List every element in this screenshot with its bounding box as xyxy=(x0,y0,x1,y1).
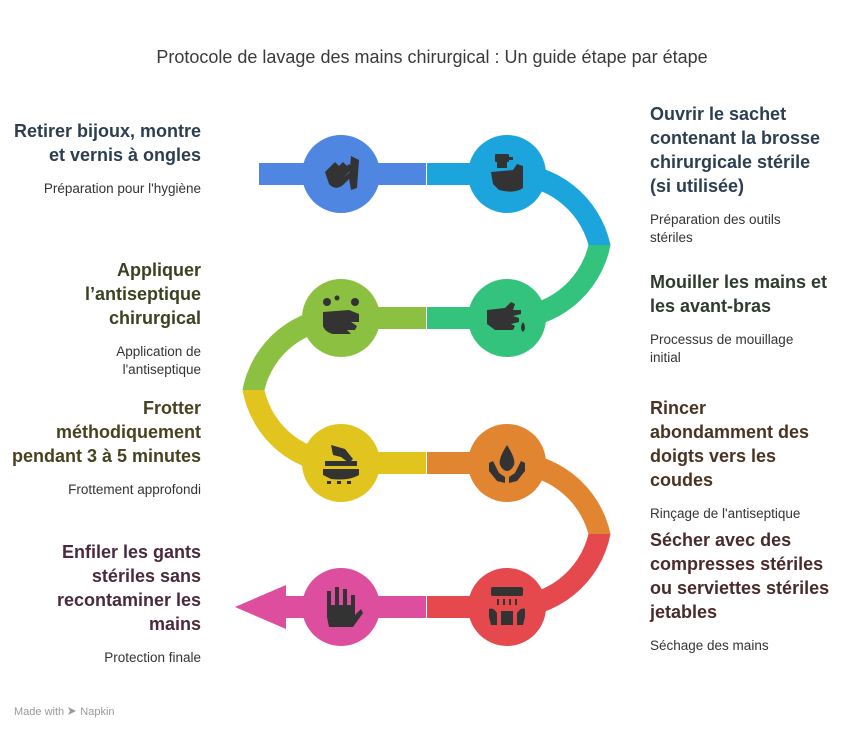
hand-water-drop-icon xyxy=(487,302,525,332)
step-2-title: Ouvrir le sachet contenant la brosse chi… xyxy=(650,104,821,196)
step-3-text: Mouiller les mains et les avant-bras Pro… xyxy=(650,270,830,367)
step-4-text: Appliquer l’antiseptique chirurgical App… xyxy=(1,258,201,379)
glove-icon xyxy=(327,587,363,627)
made-with-label: Made with xyxy=(14,706,65,718)
step-6-title: Rincer abondamment des doigts vers les c… xyxy=(650,398,810,490)
hand-scrub-icon xyxy=(323,445,359,484)
water-drop-hands-icon xyxy=(489,445,525,483)
step-2-description: Préparation des outils stériles xyxy=(650,212,781,245)
step-1-title: Retirer bijoux, montre et vernis à ongle… xyxy=(13,121,201,165)
step-5-description: Frottement approfondi xyxy=(68,482,201,497)
napkin-logo-icon xyxy=(68,707,77,715)
hand-dryer-icon xyxy=(489,587,525,625)
step-4-title: Appliquer l’antiseptique chirurgical xyxy=(84,260,201,328)
step-8-title: Enfiler les gants stériles sans recontam… xyxy=(56,542,201,634)
step-8-text: Enfiler les gants stériles sans recontam… xyxy=(1,540,201,667)
step-1-text: Retirer bijoux, montre et vernis à ongle… xyxy=(1,119,201,198)
made-with-napkin[interactable]: Made with Napkin xyxy=(14,706,115,718)
step-1-description: Préparation pour l'hygiène xyxy=(43,181,201,196)
step-5-title: Frotter méthodiquement pendant 3 à 5 min… xyxy=(11,398,201,466)
step-3-title: Mouiller les mains et les avant-bras xyxy=(650,272,828,316)
hands-rubbing-icon xyxy=(325,156,359,190)
hands-bubbles-icon xyxy=(323,295,359,334)
step-6-description: Rinçage de l'antiseptique xyxy=(650,506,801,521)
step-7-description: Séchage des mains xyxy=(650,638,769,653)
step-5-text: Frotter méthodiquement pendant 3 à 5 min… xyxy=(1,396,201,499)
step-7-circle xyxy=(468,568,546,646)
arrow-head xyxy=(235,585,286,629)
step-7-text: Sécher avec des compresses stériles ou s… xyxy=(650,528,830,655)
step-2-text: Ouvrir le sachet contenant la brosse chi… xyxy=(650,102,830,247)
soap-dispenser-hand-icon xyxy=(491,154,523,192)
step-6-text: Rincer abondamment des doigts vers les c… xyxy=(650,396,830,523)
step-3-description: Processus de mouillage initial xyxy=(650,332,794,365)
page-title: Protocole de lavage des mains chirurgica… xyxy=(156,47,708,67)
step-8-description: Protection finale xyxy=(104,650,201,665)
napkin-brand: Napkin xyxy=(80,706,115,718)
step-7-title: Sécher avec des compresses stériles ou s… xyxy=(650,530,830,622)
step-4-description: Application de l'antiseptique xyxy=(116,344,201,377)
